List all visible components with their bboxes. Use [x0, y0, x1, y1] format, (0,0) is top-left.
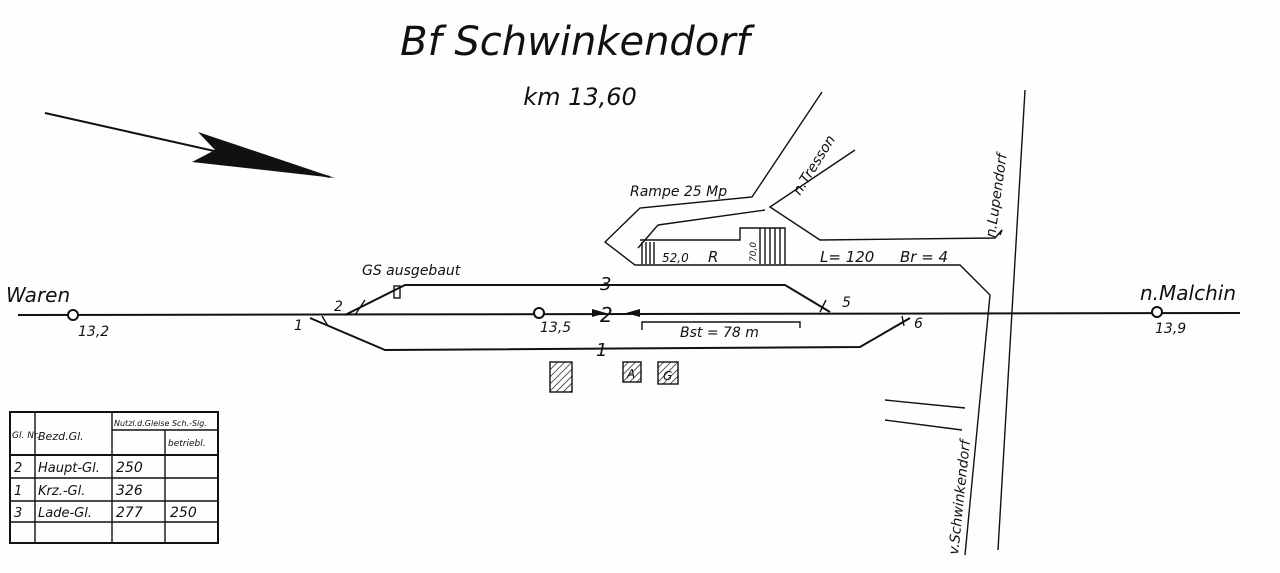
switch-label: 6: [914, 316, 923, 332]
switch-label: 1: [294, 318, 303, 334]
switch-label: 2: [334, 299, 343, 315]
table-row: 3 Lade-Gl. 277 250: [14, 505, 197, 521]
road-label-lupendorf: n.Lupendorf: [983, 151, 1011, 239]
table-row: 2 Haupt-Gl. 250: [14, 460, 143, 476]
building: [622, 361, 642, 383]
signal-icon: [393, 285, 401, 299]
svg-text:277: 277: [116, 505, 143, 521]
table-header: betriebl.: [168, 439, 206, 449]
km-label: km 13,60: [523, 83, 637, 111]
gs-label: GS ausgebaut: [362, 263, 461, 279]
km-post-label: 13,9: [1155, 321, 1186, 337]
track-table: Gl. Nr. Bezd.Gl. Nutzl.d.Gleise Sch.-Sig…: [9, 411, 219, 544]
svg-text:3: 3: [14, 506, 22, 521]
svg-text:Lade-Gl.: Lade-Gl.: [38, 506, 92, 521]
svg-text:1: 1: [14, 484, 22, 499]
label-malchin: n.Malchin: [1140, 281, 1236, 305]
building-label: G: [663, 369, 672, 383]
ramp-length-label: 52,0: [662, 251, 689, 265]
km-post-marker: [533, 307, 545, 319]
track-1: [309, 317, 911, 352]
building-label: A: [626, 367, 635, 381]
ramp-length-label-2: 70,0: [749, 242, 759, 262]
arrow-right-icon: [592, 309, 606, 317]
km-post-marker: [67, 309, 79, 321]
table-row: 1 Krz.-Gl. 326: [14, 483, 143, 499]
station-title: Bf Schwinkendorf: [400, 19, 756, 65]
track-label: 2: [600, 303, 613, 327]
main-track: [17, 312, 1241, 316]
loading-ramp-hatch: [641, 228, 781, 264]
track-3: [344, 284, 831, 316]
bst-label: Bst = 78 m: [680, 325, 759, 341]
km-post-label: 13,5: [540, 320, 571, 336]
rampe-label: Rampe 25 Mp: [630, 184, 727, 200]
loading-area-outline: [603, 91, 991, 556]
svg-text:Haupt-Gl.: Haupt-Gl.: [38, 461, 100, 476]
svg-text:250: 250: [116, 460, 143, 476]
width-label: Br = 4: [900, 248, 948, 266]
svg-text:250: 250: [170, 505, 197, 521]
km-post-marker: [1151, 306, 1163, 318]
arrow-left-icon: [626, 309, 640, 317]
switch-label: 5: [842, 295, 851, 311]
track-label: 3: [600, 274, 611, 295]
table-header: Nutzl.d.Gleise Sch.-Sig.: [114, 419, 207, 428]
direction-arrow-icon: [44, 112, 335, 178]
table-header: Gl. Nr.: [12, 431, 40, 441]
km-post-label: 13,2: [78, 324, 109, 340]
table-header: Bezd.Gl.: [38, 430, 84, 443]
track-label: 1: [596, 340, 607, 361]
svg-text:Krz.-Gl.: Krz.-Gl.: [38, 484, 85, 499]
svg-text:2: 2: [14, 461, 22, 476]
building: [657, 361, 679, 385]
label-waren: Waren: [6, 283, 70, 307]
bst-bracket: [641, 321, 801, 330]
building: [549, 361, 573, 393]
road-lupendorf: [997, 89, 1026, 551]
length-label: L= 120: [820, 248, 874, 266]
ramp-r-label: R: [708, 248, 718, 266]
svg-text:326: 326: [116, 483, 143, 499]
